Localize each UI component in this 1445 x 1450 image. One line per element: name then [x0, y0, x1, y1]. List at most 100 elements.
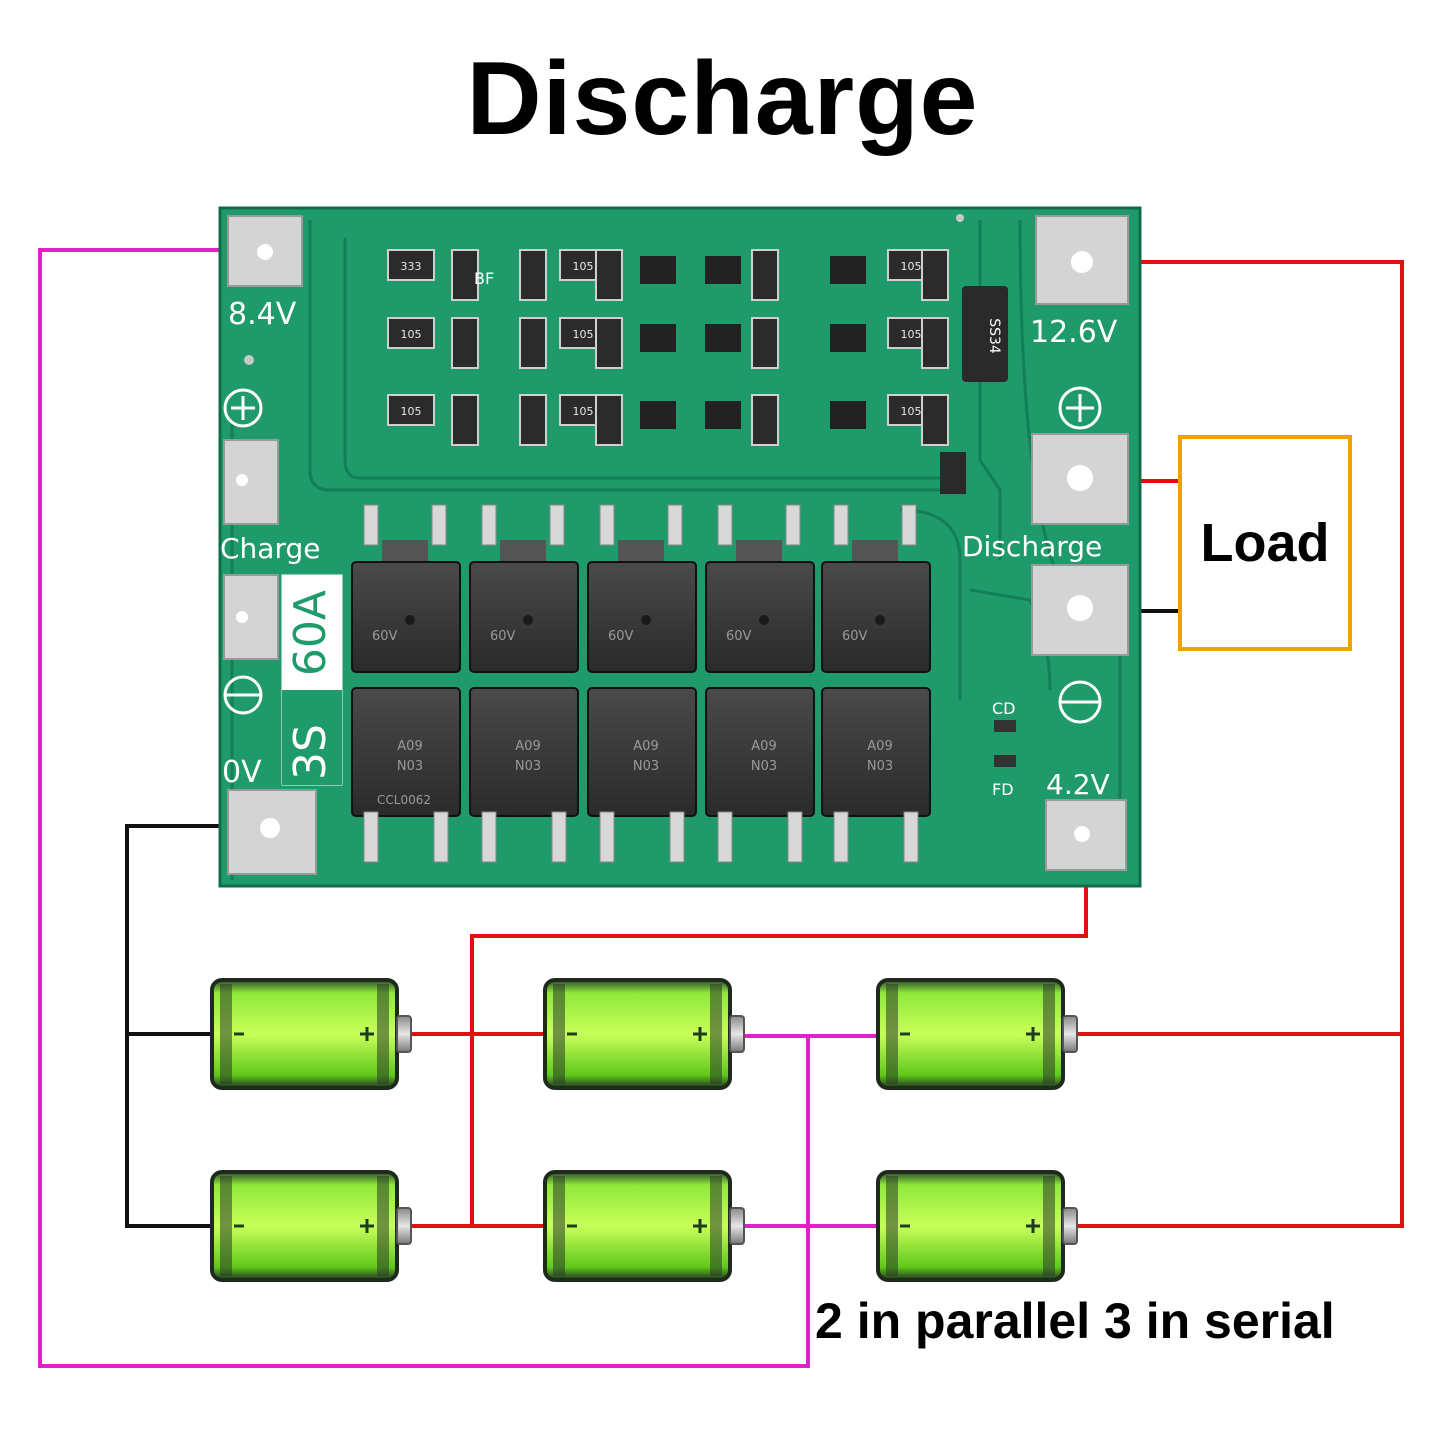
mosfet-lead	[667, 504, 683, 546]
battery-end-right	[710, 984, 722, 1084]
smd-resistor	[519, 394, 547, 446]
pad-charge-minus	[223, 574, 279, 660]
mosfet-code: A09	[515, 739, 540, 754]
label-fd: FD	[992, 780, 1014, 799]
mosfet-tab	[500, 540, 546, 564]
mosfet-lead	[363, 811, 379, 863]
mosfet-tab	[382, 540, 428, 564]
mosfet-lead	[433, 811, 449, 863]
battery-terminal	[396, 1207, 412, 1245]
resistor-code: 105	[573, 328, 594, 341]
smd-resistor	[921, 249, 949, 301]
battery-end-left	[886, 984, 898, 1084]
mosfet-lead	[549, 504, 565, 546]
mosfet-code: N03	[751, 759, 777, 774]
smd-resistor	[921, 394, 949, 446]
smd-transistor	[830, 401, 866, 429]
mosfet-lead	[599, 811, 615, 863]
smd-transistor	[705, 256, 741, 284]
smd-resistor	[751, 249, 779, 301]
resistor-code: 105	[401, 328, 422, 341]
plus-symbol-right	[1058, 386, 1102, 430]
mount-hole	[956, 214, 964, 222]
diode-ss34	[962, 286, 1008, 382]
label-cd: CD	[992, 699, 1016, 718]
smd-resistor	[451, 394, 479, 446]
smd-resistor	[451, 317, 479, 369]
mosfet-dot	[523, 615, 533, 625]
battery-cell	[876, 978, 1078, 1090]
mount-hole	[244, 355, 254, 365]
mosfet-dot	[759, 615, 769, 625]
mosfet-lead	[903, 811, 919, 863]
battery-end-right	[1043, 1176, 1055, 1276]
wire-black-0v	[125, 824, 270, 1228]
wire-magenta-8v4	[38, 248, 810, 1368]
mosfet-code: 60V	[726, 629, 752, 644]
load-box: Load	[1178, 435, 1352, 651]
fd-part	[994, 755, 1016, 767]
mosfet-code: N03	[867, 759, 893, 774]
mosfet-code: A09	[751, 739, 776, 754]
smd-resistor	[751, 317, 779, 369]
mosfet-lead	[787, 811, 803, 863]
battery-terminal	[1062, 1015, 1078, 1053]
minus-symbol-right	[1058, 680, 1102, 724]
mosfet-lead	[833, 504, 849, 546]
label-discharge: Discharge	[962, 530, 1102, 563]
mosfet-dot	[405, 615, 415, 625]
wire-red-12v6	[1077, 260, 1404, 1228]
mosfet-code: A09	[633, 739, 658, 754]
battery-pack	[210, 978, 1078, 1282]
smd-resistor	[595, 317, 623, 369]
mosfet-lead	[363, 504, 379, 546]
mosfet-code: 60V	[842, 629, 868, 644]
pad-12v6-hole	[1071, 251, 1093, 273]
mosfet-lead	[785, 504, 801, 546]
mosfet-bottom	[469, 687, 579, 817]
resistor-code: 105	[401, 405, 422, 418]
mosfet-bottom	[587, 687, 697, 817]
pad-charge	[223, 439, 279, 525]
mosfet-tab	[852, 540, 898, 564]
battery-end-right	[377, 1176, 389, 1276]
mosfet-tab	[618, 540, 664, 564]
mosfet-code: 60V	[372, 629, 398, 644]
pad-charge-minus-hole	[236, 611, 248, 623]
smd-resistor	[451, 249, 479, 301]
mosfet-lead	[717, 504, 733, 546]
mosfet-lead	[551, 811, 567, 863]
smd-transistor	[830, 256, 866, 284]
battery-cell	[543, 978, 745, 1090]
page-title: Discharge	[466, 41, 979, 157]
battery-end-left	[553, 1176, 565, 1276]
pad-0v-hole	[260, 818, 280, 838]
battery-terminal	[729, 1015, 745, 1053]
label-60a: 60A	[285, 590, 336, 676]
mosfet-array: 60VA09N03CCL006260VA09N0360VA09N0360VA09…	[351, 504, 931, 863]
smd-resistor	[387, 394, 435, 426]
wires	[38, 248, 1404, 1368]
mosfet-code: A09	[867, 739, 892, 754]
battery-end-right	[377, 984, 389, 1084]
mosfet-lead	[717, 811, 733, 863]
smd-resistor	[751, 394, 779, 446]
mosfet-dot	[875, 615, 885, 625]
diode-label: SS34	[986, 318, 1002, 354]
pad-discharge-plus-hole	[1067, 465, 1093, 491]
label-bf: BF	[474, 269, 494, 288]
label-12v6: 12.6V	[1030, 315, 1118, 350]
smd-transistor	[705, 401, 741, 429]
battery-terminal	[1062, 1207, 1078, 1245]
pad-charge-hole	[236, 474, 248, 486]
battery-end-left	[220, 1176, 232, 1276]
battery-cell	[543, 1170, 745, 1282]
battery-end-left	[553, 984, 565, 1084]
mosfet-lead	[833, 811, 849, 863]
mosfet-tab	[736, 540, 782, 564]
smd-resistor	[519, 317, 547, 369]
mosfet-dot	[641, 615, 651, 625]
smd-resistor	[519, 249, 547, 301]
